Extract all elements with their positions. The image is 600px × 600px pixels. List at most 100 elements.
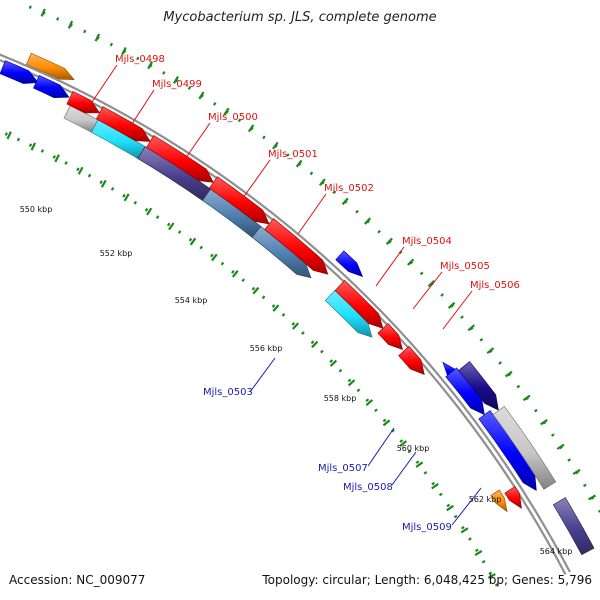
outer-tick-dot <box>453 514 458 519</box>
inner-tick-dot <box>187 86 192 90</box>
major-tick <box>147 61 154 70</box>
major-tick <box>427 279 436 288</box>
major-tick <box>364 217 372 225</box>
inner-tick-dot <box>212 102 217 106</box>
inner-tick-dot <box>237 118 242 123</box>
feature-red-arrow <box>146 135 214 183</box>
outer-tick-dot <box>291 322 296 326</box>
leader-line <box>127 89 155 131</box>
leader-line <box>375 246 405 287</box>
inner-tick-dot <box>479 338 484 342</box>
outer-tick-dot <box>261 295 266 300</box>
major-tick <box>30 142 37 151</box>
feature-slate-right <box>552 497 595 556</box>
inner-tick-dot <box>550 433 555 437</box>
leader-line <box>297 193 327 235</box>
major-tick <box>347 379 356 387</box>
major-tick <box>198 91 205 100</box>
major-tick <box>189 237 197 246</box>
leader-line <box>391 451 417 486</box>
gene-label-forward: Mjls_0498 <box>115 54 165 65</box>
outer-tick-dot <box>64 161 68 165</box>
major-tick <box>487 573 496 579</box>
major-tick <box>399 440 408 447</box>
outer-tick-dot <box>488 571 493 575</box>
gene-label-reverse: Mjls_0507 <box>318 463 368 474</box>
major-tick <box>504 370 513 378</box>
major-tick <box>146 207 153 216</box>
major-tick <box>522 394 531 402</box>
inner-tick-dot <box>516 384 521 389</box>
feature-blue-left <box>33 74 70 98</box>
outer-tick-dot <box>271 304 276 308</box>
outer-tick-dot <box>110 187 115 191</box>
major-tick <box>77 166 84 175</box>
feature-red-arrow <box>264 218 329 275</box>
major-tick <box>556 443 565 450</box>
leader-line <box>182 122 211 163</box>
gene-label-forward: Mjls_0501 <box>268 149 318 160</box>
feature-red-arrow <box>377 323 403 351</box>
inner-tick-dot <box>309 171 314 176</box>
feature-mjls-0509 <box>492 405 557 490</box>
gene-label-forward: Mjls_0505 <box>440 261 490 272</box>
major-tick <box>341 197 349 206</box>
outer-tick-dot <box>231 269 235 274</box>
gene-label-reverse: Mjls_0509 <box>402 522 452 533</box>
outer-tick-dot <box>210 253 214 258</box>
outer-tick-dot <box>494 583 499 587</box>
outer-tick-dot <box>446 503 451 508</box>
major-tick <box>295 159 303 168</box>
gene-label-forward: Mjls_0504 <box>402 236 452 247</box>
outer-tick-dot <box>99 180 103 185</box>
inner-tick-dot <box>419 271 424 276</box>
inner-tick-dot <box>262 135 266 140</box>
major-tick <box>292 322 300 330</box>
outer-tick-dot <box>122 193 126 198</box>
feature-mjls-0503 <box>335 250 364 278</box>
major-tick <box>407 258 415 266</box>
inner-tick-dot <box>286 153 290 157</box>
outer-tick-dot <box>301 331 305 335</box>
feature-red-arrow <box>504 486 522 509</box>
major-tick <box>172 76 179 85</box>
leader-line <box>442 290 473 330</box>
major-tick <box>168 222 175 231</box>
major-tick <box>319 178 326 186</box>
outer-tick-dot <box>347 378 352 383</box>
outer-tick-dot <box>399 439 404 443</box>
accession-text: Accession: NC_009077 <box>9 573 146 587</box>
feature-mjls-0505 <box>334 279 384 329</box>
outer-tick-dot <box>220 261 225 266</box>
inner-tick-dot <box>332 190 337 195</box>
outer-tick-dot <box>87 173 92 178</box>
leader-line <box>412 271 443 310</box>
outer-tick-dot <box>382 418 387 423</box>
tick-layer <box>4 5 600 587</box>
outer-tick-dot <box>144 207 149 212</box>
outer-tick-dot <box>320 349 324 354</box>
scale-label: 562 kbp <box>469 495 502 504</box>
map-title: Mycobacterium sp. JLS, complete genome <box>163 10 437 25</box>
major-tick <box>231 269 239 278</box>
scale-label: 560 kbp <box>397 444 430 453</box>
feature-layer <box>0 52 595 556</box>
outer-tick-dot <box>188 237 193 242</box>
inner-tick-dot <box>440 293 444 297</box>
feature-red-arrow <box>95 106 151 142</box>
major-tick <box>431 482 439 490</box>
inner-tick-dot <box>460 315 464 319</box>
feature-red-arrow <box>66 90 101 114</box>
major-tick <box>6 131 12 140</box>
scale-label: 564 kbp <box>540 547 573 556</box>
major-tick <box>447 301 456 309</box>
feature-mjls-0508 <box>458 361 499 411</box>
outer-tick-dot <box>431 481 436 486</box>
outer-tick-dot <box>199 245 203 250</box>
outer-tick-dot <box>365 398 370 403</box>
outer-tick-dot <box>468 537 472 541</box>
feature-blue-left <box>0 60 39 84</box>
